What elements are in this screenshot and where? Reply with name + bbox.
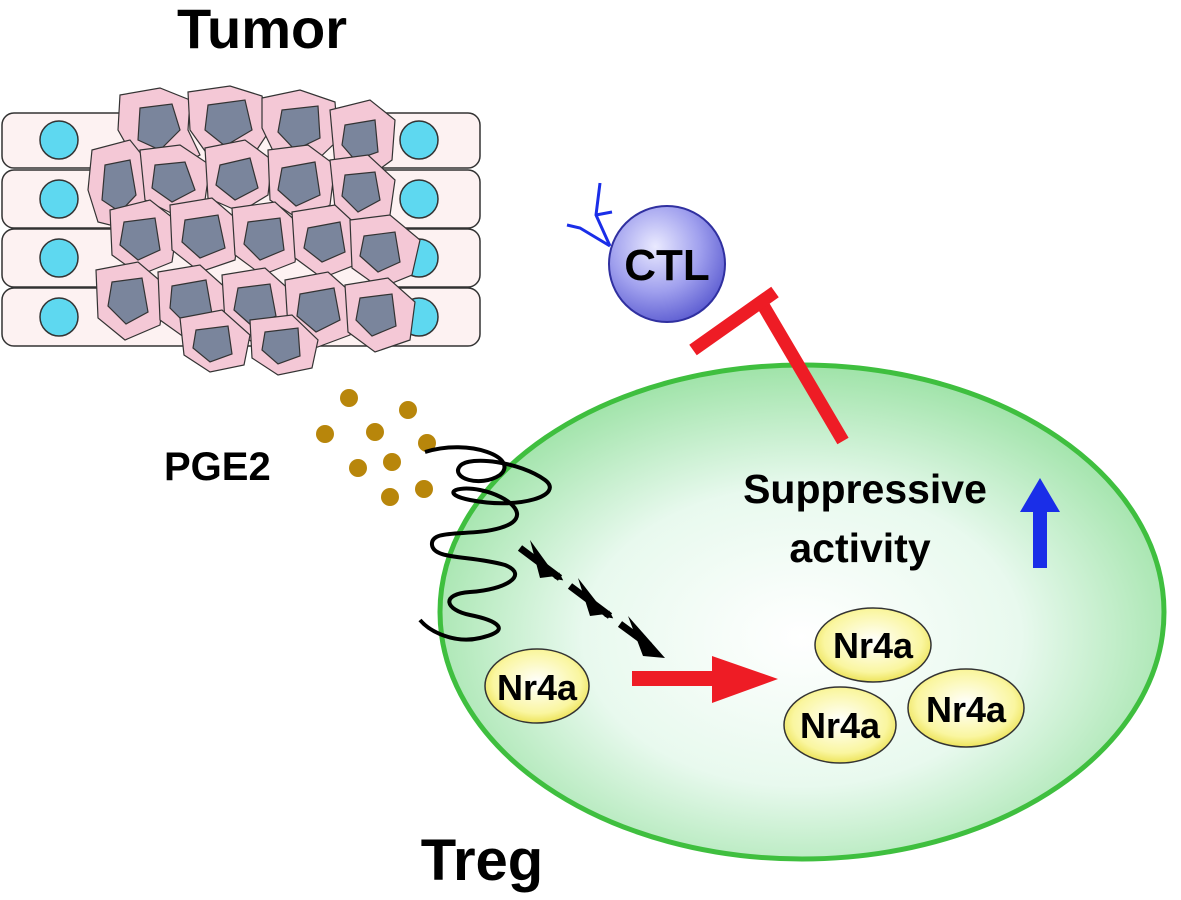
treg-title: Treg — [421, 828, 544, 893]
ctl-cell — [566, 182, 726, 323]
induction-arrow — [632, 656, 778, 703]
nr4a-label: Nr4a — [926, 689, 1007, 730]
pge2-molecules — [316, 389, 436, 506]
suppressive-label-line2: activity — [789, 525, 930, 571]
nr4a-label: Nr4a — [800, 705, 881, 746]
tumor-title: Tumor — [177, 0, 347, 60]
nr4a-cluster-right: Nr4a — [907, 668, 1025, 748]
ep-receptor-icon — [418, 445, 552, 642]
nr4a-cluster-left: Nr4a — [783, 686, 897, 764]
increase-arrow-icon — [1020, 478, 1060, 568]
suppressive-label-line1: Suppressive — [743, 466, 987, 512]
treg-cell — [437, 362, 1167, 862]
tumor-mass — [87, 85, 421, 376]
nr4a-cluster-top: Nr4a — [814, 607, 932, 683]
nr4a-single: Nr4a — [484, 648, 590, 724]
pge2-label: PGE2 — [164, 445, 271, 489]
nr4a-label: Nr4a — [497, 667, 578, 708]
inhibition-symbol — [689, 286, 849, 445]
nr4a-label: Nr4a — [833, 625, 914, 666]
ctl-label: CTL — [624, 241, 710, 290]
